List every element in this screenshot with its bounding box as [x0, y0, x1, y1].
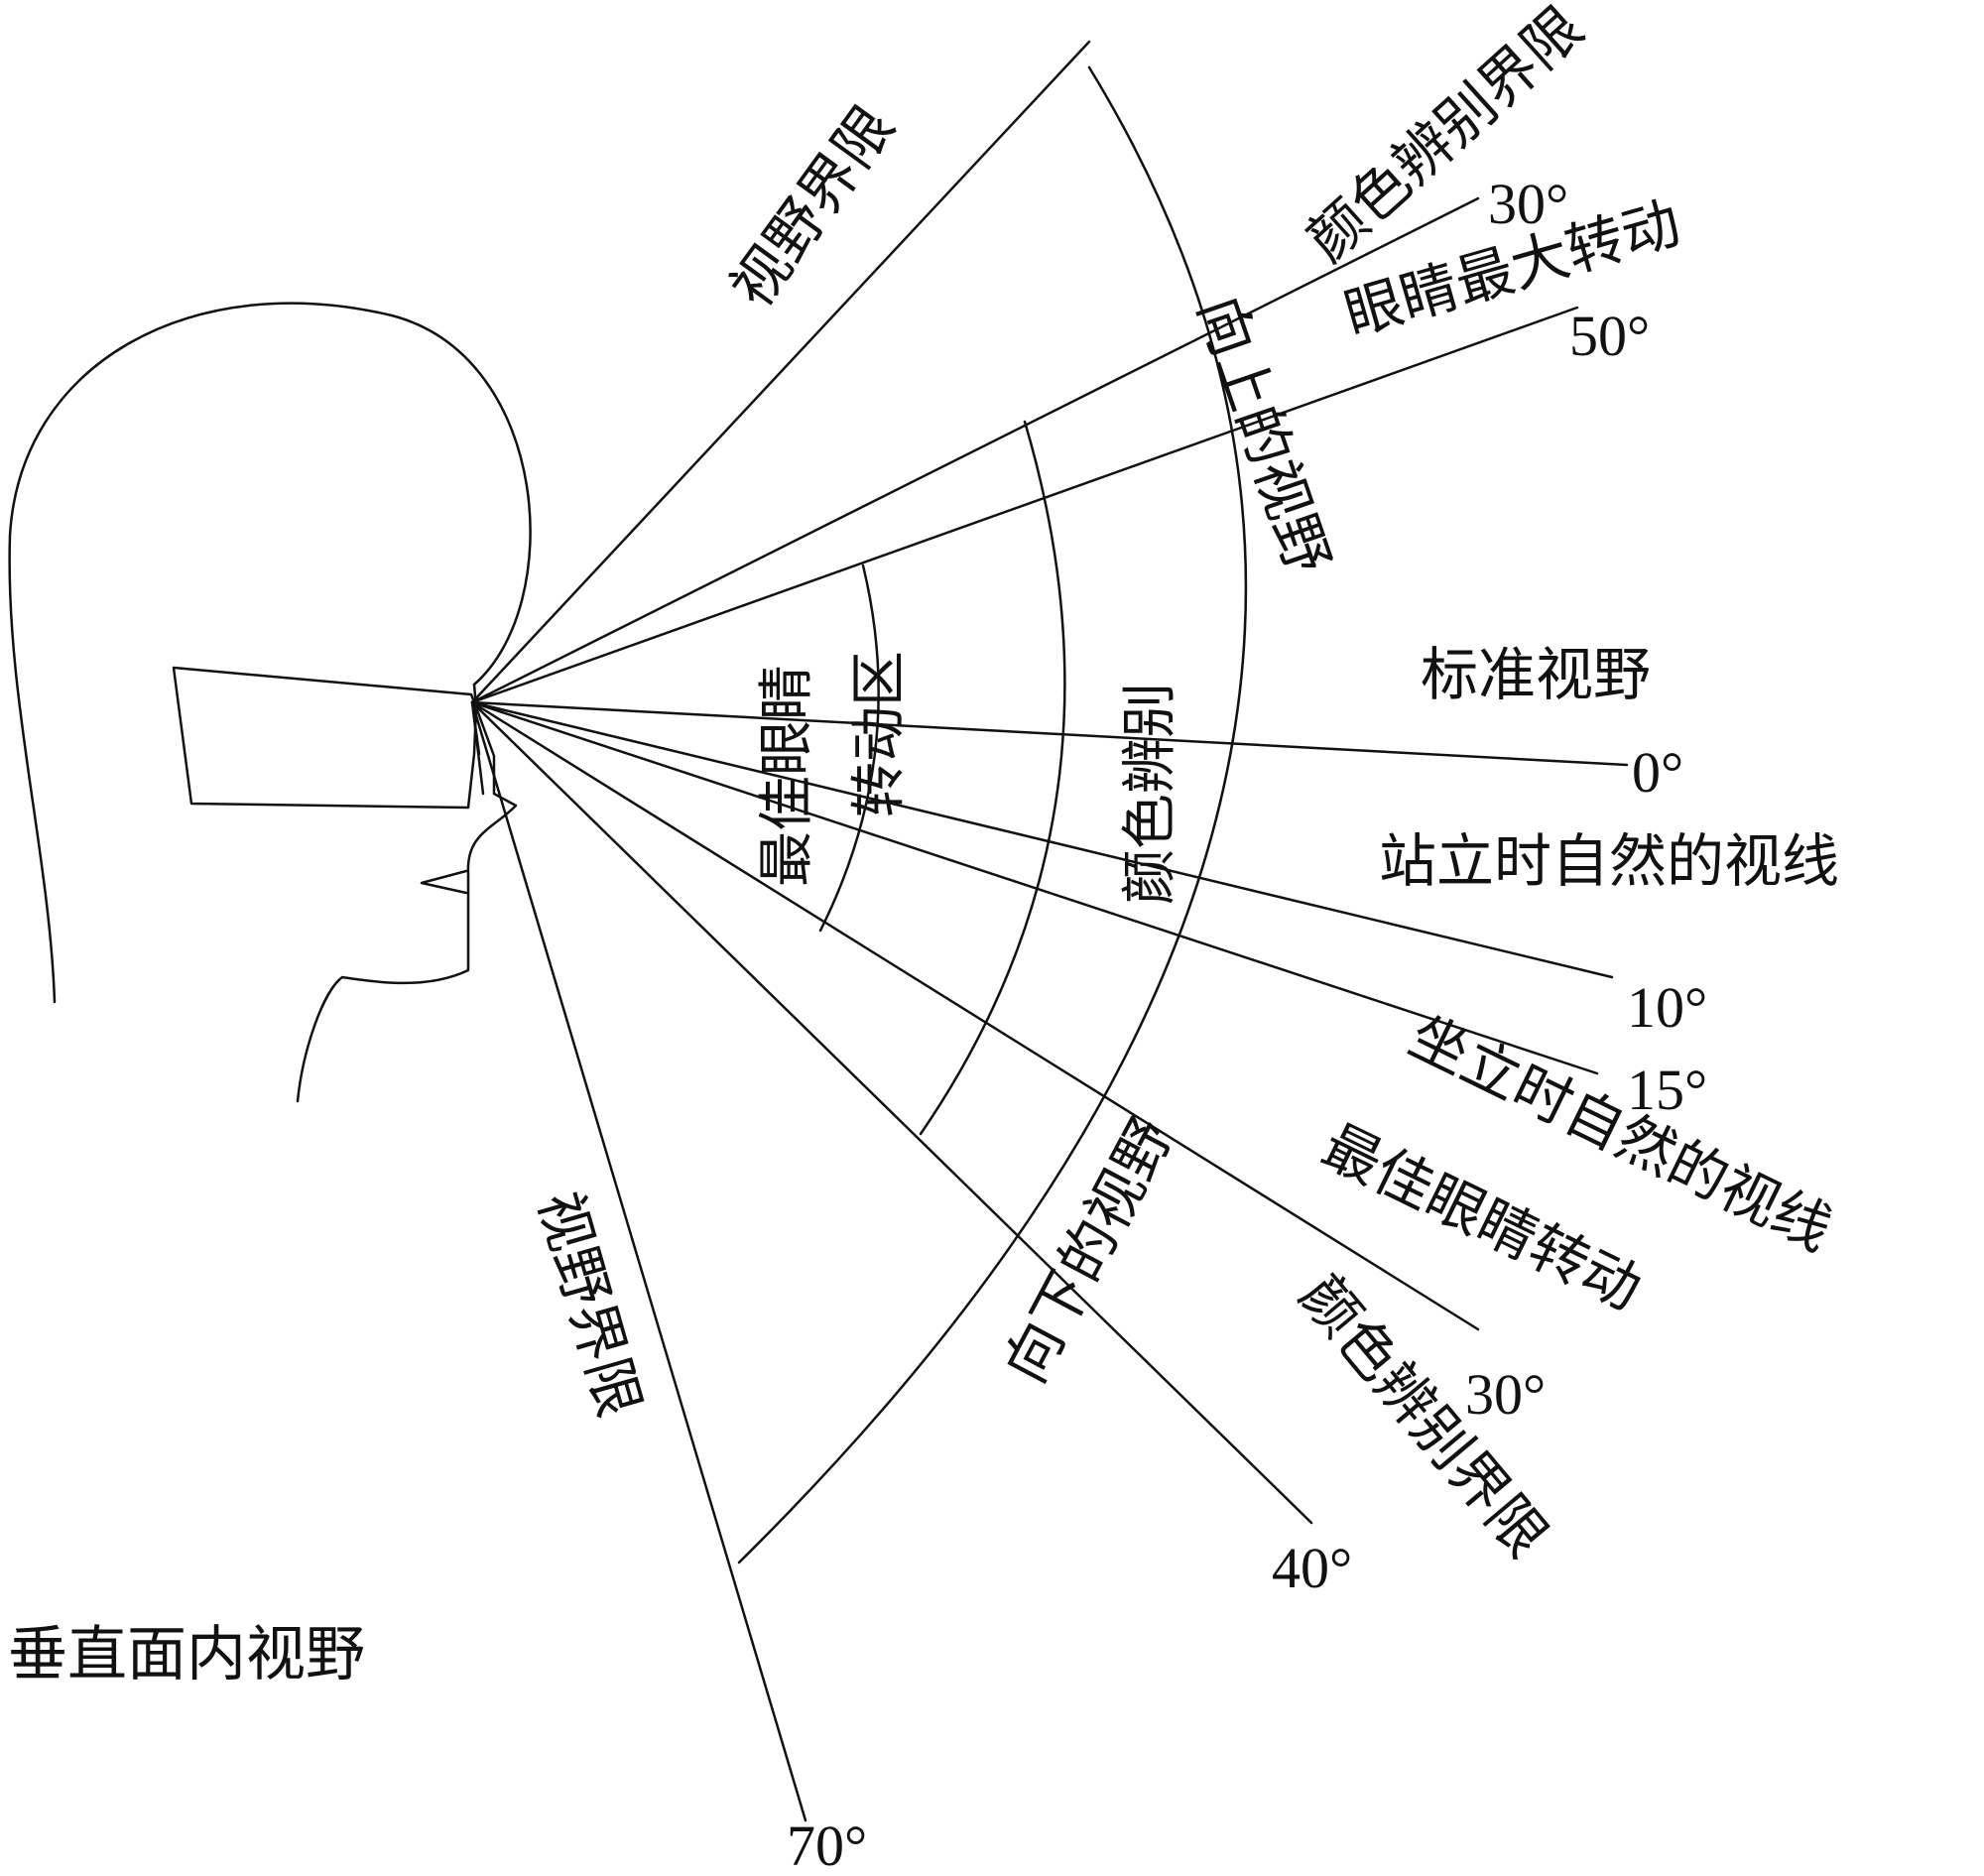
head-outline [8, 302, 532, 1004]
eye-frame [172, 666, 478, 810]
ray-color-limit-upper-30 [470, 196, 1480, 704]
head-profile [8, 302, 532, 1103]
label-downward-field: 向下的视野 [991, 1108, 1185, 1394]
diagram-labels: 垂直面内视野 视野界限 颜色辨别界限 30° 眼睛最大转动 50° 向上的视野 … [8, 0, 1842, 1876]
ray-sitting-30 [470, 700, 1480, 1331]
sight-rays [470, 40, 1629, 1822]
ray-field-limit-lower-70 [470, 700, 807, 1822]
mouth-mark [420, 869, 468, 895]
arc-field-limit [737, 65, 1248, 1564]
arc-color-discrimination [919, 420, 1066, 1136]
label-field-limit-upper: 视野界限 [717, 93, 907, 319]
label-upward-field: 向上的视野 [1185, 288, 1343, 581]
angle-down-40: 40° [1272, 1536, 1352, 1600]
ray-down-15 [470, 700, 1599, 1075]
ray-color-limit-lower-40 [470, 700, 1313, 1525]
label-standing-sightline: 站立时自然的视线 [1379, 827, 1839, 895]
angle-up-50: 50° [1569, 304, 1650, 368]
ray-standard-0 [470, 700, 1629, 767]
label-standard-sightline: 标准视野 [1421, 641, 1651, 708]
ray-eye-max-rotation-50 [470, 306, 1579, 704]
angle-down-10: 10° [1627, 975, 1707, 1040]
angle-down-70: 70° [787, 1813, 867, 1876]
angle-zero: 0° [1632, 740, 1683, 805]
angle-down-15: 15° [1627, 1058, 1707, 1122]
label-optimal-zone-line1: 最佳眼睛 [755, 665, 819, 887]
ray-standing-10 [470, 700, 1614, 979]
diagram-title: 垂直面内视野 [8, 1620, 365, 1689]
face-outline [296, 683, 518, 1103]
ray-field-limit-upper [470, 40, 1091, 704]
face-ray-2 [470, 700, 485, 796]
label-color-discrimination: 颜色辨别 [1118, 683, 1182, 905]
angle-up-30: 30° [1488, 172, 1568, 236]
angle-down-30: 30° [1465, 1362, 1546, 1427]
label-optimal-zone-line2: 转动区 [847, 651, 912, 817]
label-field-limit-lower: 视野界限 [526, 1185, 654, 1425]
arc-optimal-eye-rotation [818, 563, 880, 933]
field-arcs [737, 65, 1248, 1564]
